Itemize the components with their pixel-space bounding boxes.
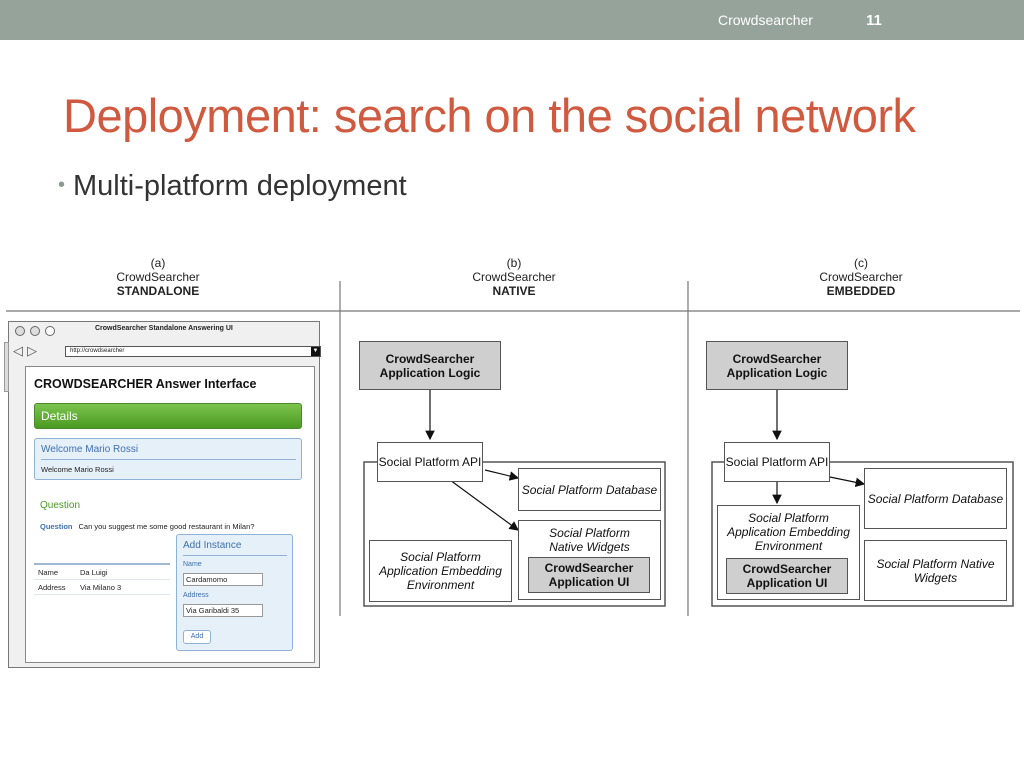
slide-title: Deployment: search on the social network — [63, 89, 916, 142]
column-name: CrowdSearcher — [472, 270, 556, 284]
embedded-platform-container — [711, 461, 1014, 607]
header-bar: Crowdsearcher 11 — [0, 0, 1024, 40]
table-row[interactable]: Address Via Milano 3 — [34, 580, 170, 595]
welcome-body: Welcome Mario Rossi — [41, 465, 114, 474]
table-row[interactable]: Name Da Luigi — [34, 565, 170, 580]
embedded-widgets-box: Social Platform Native Widgets — [864, 540, 1007, 601]
table-key: Name — [38, 568, 59, 577]
native-app-ui-box: CrowdSearcher Application UI — [528, 557, 650, 593]
table-top-rule — [34, 563, 170, 565]
answer-interface-heading: CROWDSEARCHER Answer Interface — [34, 377, 257, 391]
window-titlebar: CrowdSearcher Standalone Answering UI — [9, 322, 319, 340]
embedded-api-box: Social Platform API — [724, 442, 830, 482]
column-letter: (b) — [506, 256, 522, 270]
answer-page: CROWDSEARCHER Answer Interface Details W… — [25, 366, 315, 663]
back-arrow-icon[interactable]: ◁ — [13, 343, 23, 358]
welcome-panel: Welcome Mario Rossi Welcome Mario Rossi — [34, 438, 302, 480]
question-line: Question Can you suggest me some good res… — [40, 522, 254, 531]
question-text: Can you suggest me some good restaurant … — [78, 522, 255, 531]
bullet-item: • Multi-platform deployment — [58, 170, 407, 203]
forward-arrow-icon[interactable]: ▷ — [27, 343, 37, 358]
add-instance-title: Add Instance — [183, 540, 242, 551]
column-header-embedded: (c) CrowdSearcher EMBEDDED — [771, 256, 951, 298]
arrow-native-api-widgets — [449, 479, 519, 531]
add-button[interactable]: Add — [183, 630, 211, 644]
welcome-divider — [41, 459, 296, 460]
url-dropdown-icon[interactable]: ▼ — [311, 347, 320, 356]
table-value: Da Luigi — [80, 568, 108, 577]
slide-number: 11 — [866, 12, 882, 29]
window-title: CrowdSearcher Standalone Answering UI — [95, 325, 233, 332]
embedded-app-ui-box: CrowdSearcher Application UI — [726, 558, 848, 594]
url-text: http://crowdsearcher — [70, 348, 125, 354]
column-name: CrowdSearcher — [116, 270, 200, 284]
column-kind: EMBEDDED — [826, 284, 896, 298]
window-close-icon[interactable] — [15, 326, 25, 336]
details-bar[interactable]: Details — [34, 403, 302, 429]
window-maximize-icon[interactable] — [45, 326, 55, 336]
welcome-title: Welcome Mario Rossi — [41, 444, 139, 455]
column-kind: NATIVE — [492, 284, 536, 298]
footer-name: Crowdsearcher — [718, 12, 813, 28]
native-logic-box: CrowdSearcher Application Logic — [359, 341, 501, 390]
address-label: Address — [183, 592, 209, 599]
question-label: Question — [40, 522, 73, 531]
bullet-text: Multi-platform deployment — [73, 170, 407, 202]
url-bar[interactable]: http://crowdsearcher ▼ — [65, 346, 321, 357]
native-api-box: Social Platform API — [377, 442, 483, 482]
name-input[interactable]: Cardamomo — [183, 573, 263, 586]
native-platform-container — [363, 461, 666, 607]
add-instance-panel: Add Instance Name Cardamomo Address Via … — [176, 534, 293, 651]
native-database-box: Social Platform Database — [518, 468, 661, 511]
native-widgets-label: Social Platform Native Widgets — [549, 526, 630, 554]
standalone-browser-window: CrowdSearcher Standalone Answering UI ◁▷… — [4, 321, 321, 668]
table-value: Via Milano 3 — [80, 583, 122, 592]
answers-table: Name Da Luigi Address Via Milano 3 — [34, 563, 170, 595]
bullet-dot: • — [58, 174, 66, 196]
native-embedding-box: Social Platform Application Embedding En… — [369, 540, 512, 602]
column-letter: (c) — [854, 256, 868, 270]
embedded-embedding-label: Social Platform Application Embedding En… — [727, 511, 850, 553]
browser-nav: ◁▷ — [13, 343, 37, 359]
window-minimize-icon[interactable] — [30, 326, 40, 336]
table-key: Address — [38, 583, 66, 592]
column-header-native: (b) CrowdSearcher NATIVE — [424, 256, 604, 298]
column-header-standalone: (a) CrowdSearcher STANDALONE — [68, 256, 248, 298]
address-input[interactable]: Via Garibaldi 35 — [183, 604, 263, 617]
question-heading: Question — [40, 500, 81, 511]
embedded-database-box: Social Platform Database — [864, 468, 1007, 529]
name-label: Name — [183, 561, 202, 568]
arrow-native-api-database — [484, 469, 520, 481]
window-side-tab — [4, 342, 9, 392]
embedded-logic-box: CrowdSearcher Application Logic — [706, 341, 848, 390]
column-name: CrowdSearcher — [819, 270, 903, 284]
add-instance-divider — [183, 555, 287, 556]
column-letter: (a) — [150, 256, 166, 270]
column-kind: STANDALONE — [116, 284, 200, 298]
